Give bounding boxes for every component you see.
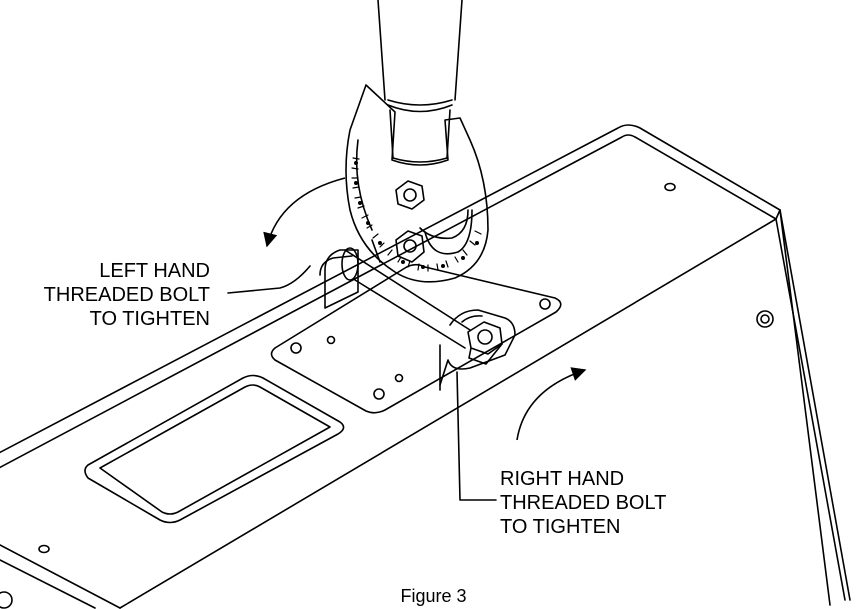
hinge-assembly	[319, 247, 516, 391]
right-leader-line	[456, 371, 497, 501]
pole	[377, 0, 463, 163]
left-leader-line	[227, 265, 311, 294]
figure-caption: Figure 3	[400, 586, 467, 606]
screw-holes	[0, 182, 774, 609]
right-hand-bolt-label: RIGHT HAND THREADED BOLT TO TIGHTEN	[500, 467, 666, 539]
mounting-box	[0, 124, 851, 609]
upper-bolt	[395, 180, 425, 210]
swivel-bracket	[345, 84, 489, 283]
left-label-line-3: TO TIGHTEN	[89, 308, 210, 330]
right-rotation-arrow	[516, 367, 587, 441]
left-rotation-arrow	[263, 177, 346, 248]
right-label-line-2: THREADED BOLT	[500, 492, 667, 514]
degree-scale	[351, 157, 482, 272]
right-hand-bolt	[467, 321, 503, 365]
left-label-line-2: THREADED BOLT	[43, 284, 210, 306]
right-label-line-1: RIGHT HAND	[500, 468, 625, 490]
left-hand-bolt-label: LEFT HAND THREADED BOLT TO TIGHTEN	[44, 259, 210, 331]
recessed-opening	[84, 374, 345, 524]
left-label-line-1: LEFT HAND	[99, 260, 210, 282]
right-label-line-3: TO TIGHTEN	[500, 516, 621, 538]
left-hand-bolt	[395, 230, 425, 263]
